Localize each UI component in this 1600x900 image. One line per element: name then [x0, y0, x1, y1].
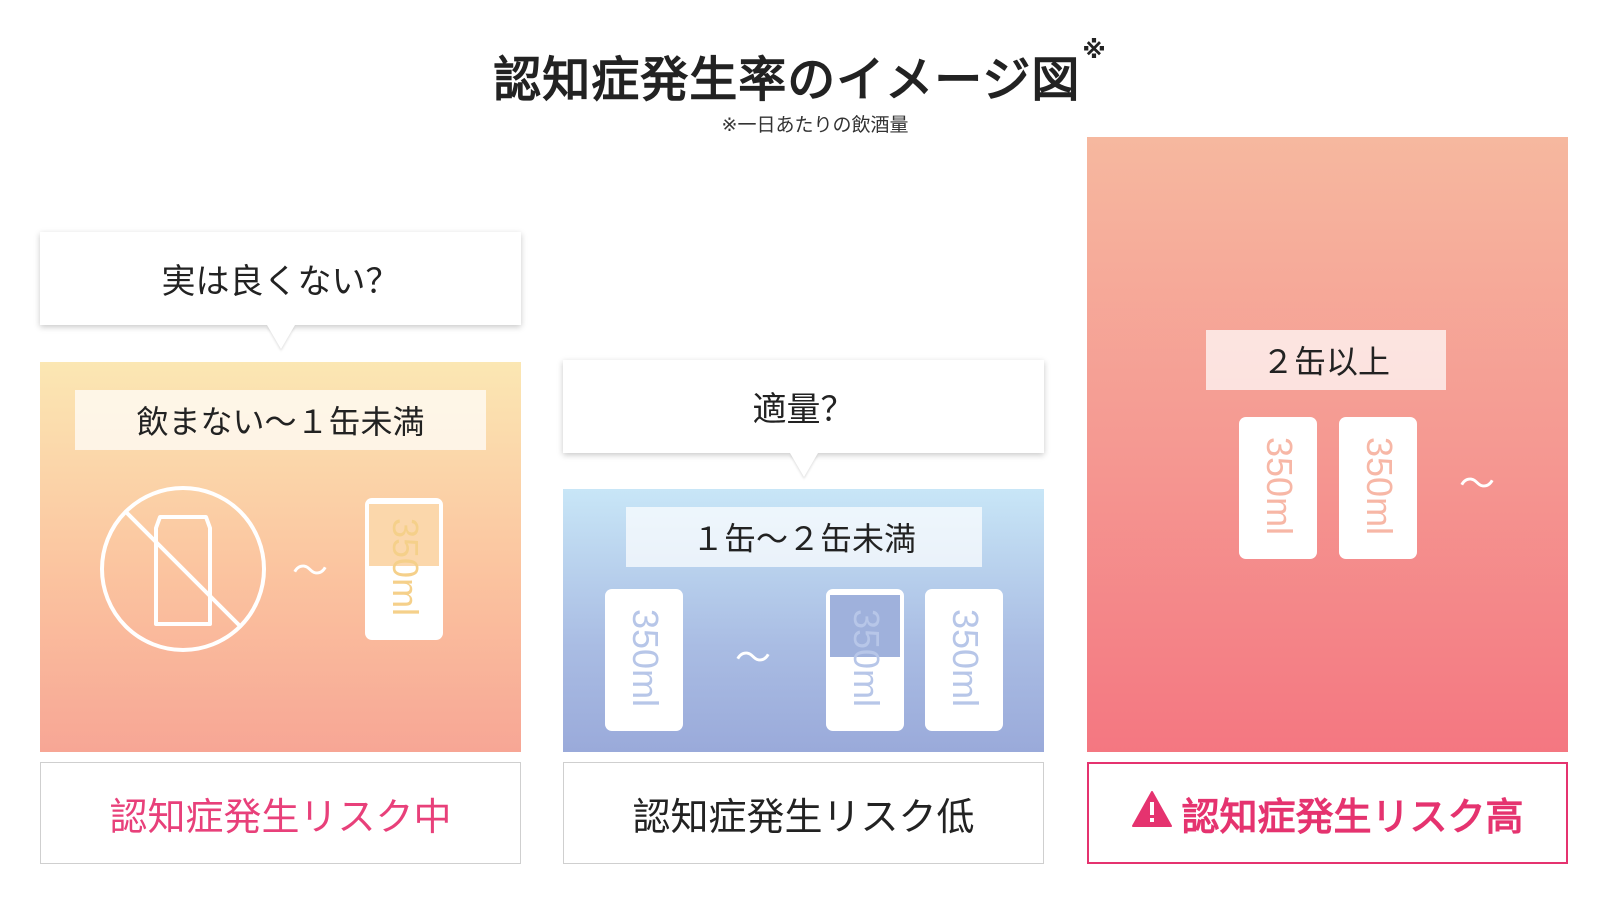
bubble-column-1: 実は良くない？	[40, 232, 521, 325]
beer-can-2-3: 350ml	[925, 589, 1003, 731]
page-title: 認知症発生率のイメージ図※	[0, 36, 1600, 110]
risk-text-2: 認知症発生リスク低	[632, 794, 975, 839]
tag-column-1: 飲まない〜１缶未満	[75, 390, 486, 450]
risk-text-3: 認知症発生リスク高	[1181, 794, 1524, 839]
no-drink-icon	[100, 486, 266, 652]
can-label-2-2: 350ml	[846, 609, 887, 707]
warning-icon	[1131, 790, 1173, 837]
beer-can-3-1: 350ml	[1239, 417, 1317, 559]
title-note: ※一日あたりの飲酒量	[721, 114, 909, 136]
risk-text-1: 認知症発生リスク中	[109, 794, 452, 839]
tilde-column-3: 〜	[1459, 464, 1496, 505]
tag-column-3: ２缶以上	[1206, 330, 1446, 390]
beer-can-1-1: 350ml	[365, 498, 443, 640]
tilde-column-1: 〜	[292, 551, 329, 592]
panel-column-1: 飲まない〜１缶未満 〜 350ml	[40, 362, 521, 752]
risk-label-column-3: 認知症発生リスク高	[1087, 762, 1568, 864]
bubble-column-2: 適量？	[563, 360, 1044, 453]
risk-label-column-2: 認知症発生リスク低	[563, 762, 1044, 864]
panel-column-2: １缶〜２缶未満 350ml 〜 350ml 350ml	[563, 489, 1044, 752]
can-label-1-1: 350ml	[385, 518, 426, 616]
title-text: 認知症発生率のイメージ図	[493, 52, 1081, 108]
panel-column-3: ２缶以上 350ml 350ml 〜	[1087, 137, 1568, 752]
title-note-mark: ※	[1082, 36, 1107, 64]
tag-column-2: １缶〜２缶未満	[626, 507, 982, 567]
can-label-2-3: 350ml	[945, 609, 986, 707]
beer-can-2-1: 350ml	[605, 589, 683, 731]
beer-can-3-2: 350ml	[1339, 417, 1417, 559]
risk-label-column-1: 認知症発生リスク中	[40, 762, 521, 864]
can-label-3-2: 350ml	[1359, 437, 1400, 535]
beer-can-2-2: 350ml	[826, 589, 904, 731]
can-label-3-1: 350ml	[1259, 437, 1300, 535]
tilde-column-2: 〜	[735, 638, 772, 679]
can-label-2-1: 350ml	[625, 609, 666, 707]
